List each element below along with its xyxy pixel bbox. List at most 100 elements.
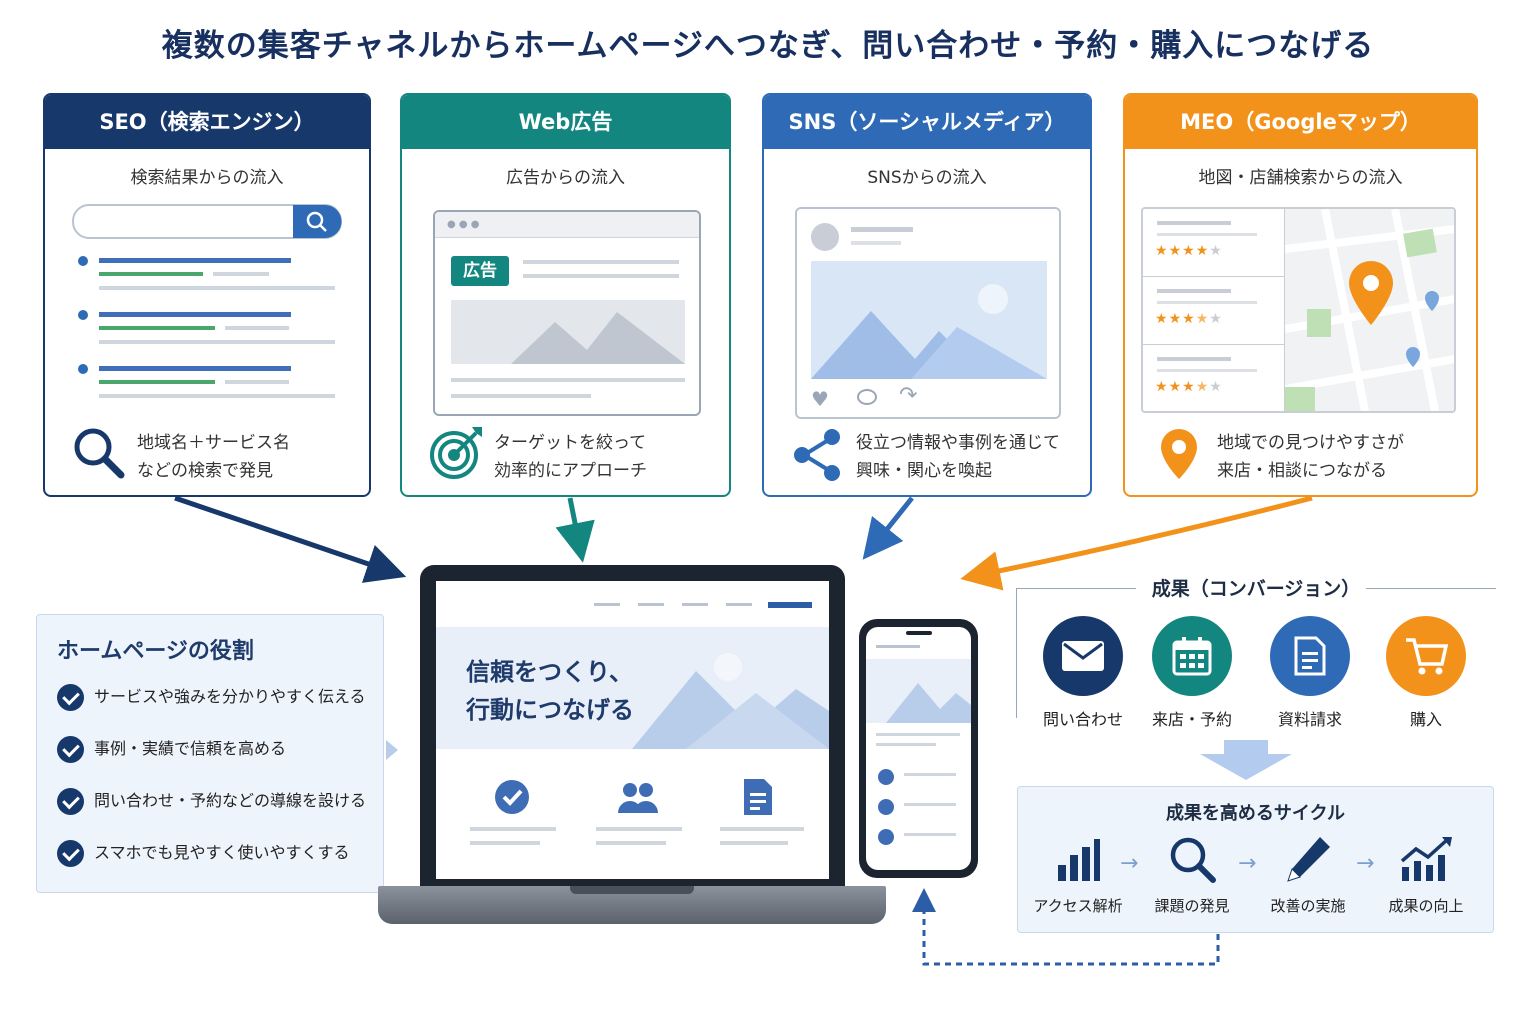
cycle-label: 成果の向上 <box>1388 897 1464 915</box>
browser-window-illustration: ● ● ● 広告 <box>433 210 701 416</box>
improvement-cycle-panel: 成果を高めるサイクル アクセス解析 → 課題の発見 → 改善の実施 → 成果の向… <box>1017 786 1494 933</box>
channel-header: SNS（ソーシャルメディア） <box>764 95 1090 149</box>
star-rating: ★★★★★ <box>1155 243 1223 259</box>
share-arrow-icon: ↷ <box>899 383 918 408</box>
check-icon <box>57 684 84 711</box>
channel-subtitle: SNSからの流入 <box>867 168 987 188</box>
star-rating: ★★★★★ <box>1155 379 1223 395</box>
channel-footer: ターゲットを絞って 効率的にアプローチ <box>402 425 729 495</box>
star-icon: ★ <box>1195 379 1210 395</box>
document-icon <box>744 779 772 815</box>
channel-footer: 地域での見つけやすさが 来店・相談につながる <box>1125 425 1476 495</box>
channel-description: 役立つ情報や事例を通じて 興味・関心を喚起 <box>856 433 1060 481</box>
map-listing-row: ★★★★★ <box>1143 277 1285 345</box>
check-icon <box>57 736 84 763</box>
conversion-item: 来店・予約 <box>1147 616 1237 730</box>
page-title: 複数の集客チャネルからホームページへつなぎ、問い合わせ・予約・購入につなげる <box>161 28 1375 64</box>
conversion-label: 来店・予約 <box>1151 710 1232 729</box>
star-icon: ★ <box>1155 379 1169 395</box>
document-icon <box>1270 616 1350 696</box>
laptop-base <box>378 886 886 924</box>
laptop-illustration: 信頼をつくり、 行動につなげる <box>420 565 845 887</box>
share-icon <box>794 429 840 481</box>
channel-subtitle: 検索結果からの流入 <box>130 168 284 188</box>
conversion-item: 購入 <box>1381 616 1471 730</box>
star-icon: ★ <box>1168 243 1183 259</box>
search-icon <box>306 211 327 232</box>
search-result-2 <box>78 310 335 344</box>
star-icon: ★ <box>1168 311 1183 327</box>
star-icon: ★ <box>1155 311 1169 327</box>
cycle-step: 課題の発見 <box>1144 835 1240 916</box>
star-icon: ★ <box>1182 311 1196 327</box>
role-title: ホームページの役割 <box>57 639 254 664</box>
arrow-right-icon: → <box>1238 851 1257 876</box>
pencil-icon <box>1287 837 1330 882</box>
browser-dots-icon: ● ● ● <box>435 212 699 238</box>
map-pin-icon <box>1349 261 1393 325</box>
magnifier-icon <box>74 428 125 479</box>
hero-mountain-icon <box>632 653 829 749</box>
star-icon: ★ <box>1182 379 1196 395</box>
star-icon: ★ <box>1195 243 1210 259</box>
conversion-section: 成果（コンバージョン） 問い合わせ 来店・予約 資料請求 購入 <box>1016 572 1496 732</box>
hero-text: 信頼をつくり、 行動につなげる <box>466 658 634 724</box>
arrow-right-icon: → <box>1120 851 1139 876</box>
bar-chart-icon <box>1058 839 1100 881</box>
heart-icon: ♥ <box>811 387 829 411</box>
arrow-conversion-to-cycle <box>1200 740 1292 780</box>
conversion-label: 購入 <box>1409 710 1442 729</box>
arrow-role-to-site <box>386 740 398 760</box>
conversion-label: 資料請求 <box>1277 710 1342 729</box>
hero-banner: 信頼をつくり、 行動につなげる <box>436 627 829 749</box>
channel-description: ターゲットを絞って 効率的にアプローチ <box>494 433 647 481</box>
channel-header: SEO（検索エンジン） <box>45 95 369 149</box>
cycle-title: 成果を高めるサイクル <box>1165 803 1346 824</box>
mail-icon <box>1043 616 1123 696</box>
map-listing-row: ★★★★★ <box>1143 209 1285 277</box>
social-post-illustration: ♥ ↷ <box>795 207 1061 419</box>
role-item-text: 問い合わせ・予約などの導線を設ける <box>94 791 367 810</box>
calendar-icon <box>1152 616 1232 696</box>
star-icon: ★ <box>1182 243 1196 259</box>
laptop-screen: 信頼をつくり、 行動につなげる <box>436 581 829 879</box>
channel-subtitle: 地図・店舗検索からの流入 <box>1198 168 1403 188</box>
cycle-step: 改善の実施 <box>1260 835 1356 916</box>
search-result-1 <box>78 256 335 290</box>
target-icon <box>430 427 482 479</box>
star-icon: ★ <box>1195 311 1210 327</box>
role-item: 問い合わせ・予約などの導線を設ける <box>57 787 366 815</box>
channel-card-seo: SEO（検索エンジン） 検索結果からの流入 <box>43 93 371 497</box>
arrow-meo <box>960 495 1313 591</box>
channel-card-sns: SNS（ソーシャルメディア） SNSからの流入 ♥ ↷ <box>762 93 1092 497</box>
verified-icon <box>495 780 529 814</box>
channel-description: 地域での見つけやすさが 来店・相談につながる <box>1217 433 1404 481</box>
map-listing-row: ★★★★★ <box>1143 345 1285 411</box>
arrow-sns <box>862 496 914 560</box>
channel-header: Web広告 <box>402 95 729 149</box>
channel-description: 地域名＋サービス名 などの検索で発見 <box>137 433 290 481</box>
channel-card-web-ad: Web広告 広告からの流入 ● ● ● 広告 ターゲットを絞って 効率的にアプロ… <box>400 93 731 497</box>
conversion-title: 成果（コンバージョン） <box>1151 578 1361 600</box>
check-icon <box>57 840 84 867</box>
cycle-step: 成果の向上 <box>1378 835 1474 916</box>
trend-up-icon <box>1400 837 1452 881</box>
star-icon: ★ <box>1168 379 1183 395</box>
location-pin-icon <box>1161 429 1197 479</box>
cycle-step: アクセス解析 <box>1030 835 1126 916</box>
role-item-text: 事例・実績で信頼を高める <box>94 739 287 758</box>
role-item-text: サービスや強みを分かりやすく伝える <box>94 687 366 706</box>
star-icon: ★ <box>1209 311 1223 327</box>
channel-header: MEO（Googleマップ） <box>1125 95 1476 149</box>
cycle-label: 改善の実施 <box>1270 897 1346 915</box>
map-icon <box>1285 209 1454 411</box>
cart-icon <box>1386 616 1466 696</box>
map-listing-illustration: ★★★★★★★★★★★★★★★ <box>1141 207 1456 413</box>
channel-footer: 地域名＋サービス名 などの検索で発見 <box>45 425 369 495</box>
conversion-item: 問い合わせ <box>1038 616 1128 730</box>
smartphone-illustration <box>859 619 978 878</box>
homepage-role-panel: ホームページの役割 サービスや強みを分かりやすく伝える 事例・実績で信頼を高める… <box>36 614 384 893</box>
channel-subtitle: 広告からの流入 <box>506 168 625 188</box>
arrow-web-ad <box>555 497 595 563</box>
